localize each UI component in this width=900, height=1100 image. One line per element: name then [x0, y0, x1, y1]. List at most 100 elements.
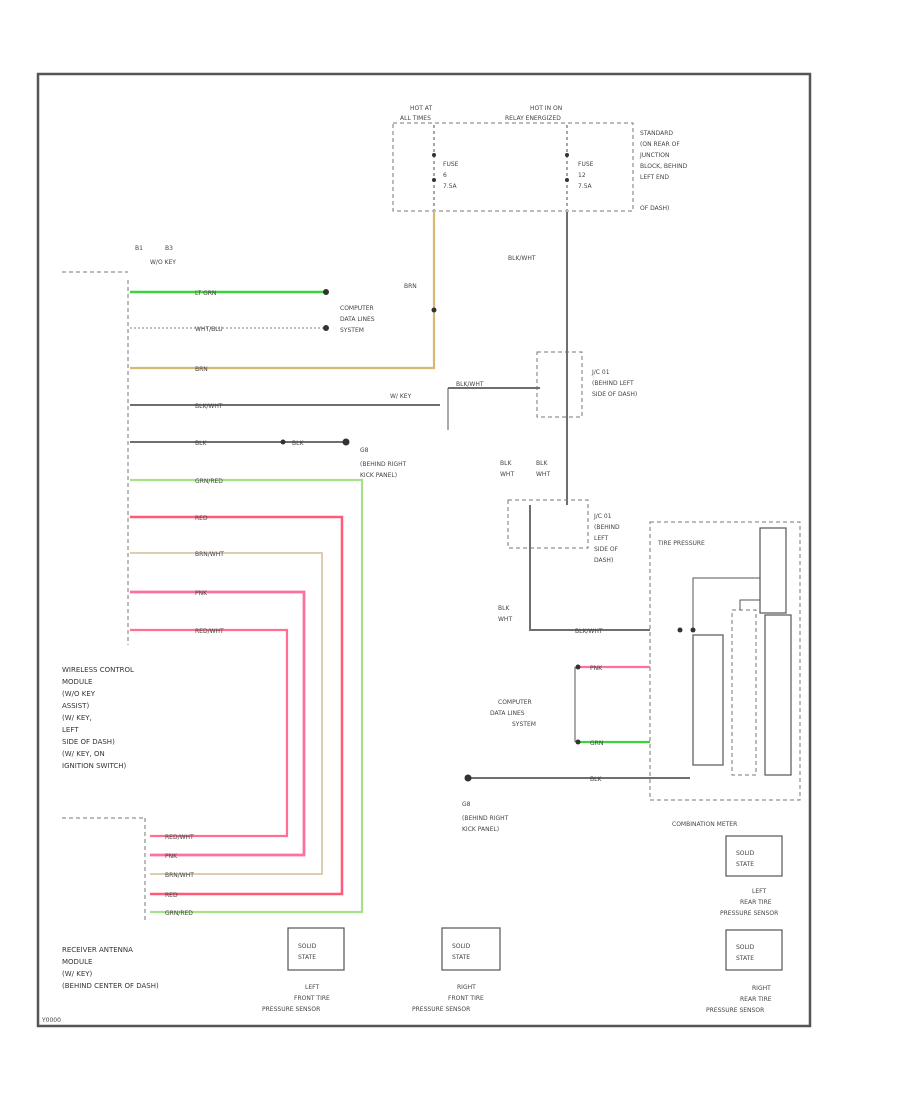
computer-data-b-label-2: DATA LINES — [490, 710, 525, 717]
right-front-sensor-box — [441, 927, 501, 971]
right-front-sensor-label-1: RIGHT — [457, 984, 476, 991]
ground-g8-upper — [342, 438, 350, 446]
tpms-ecu-inner — [731, 609, 757, 776]
fuse-hot-at-label: HOT AT — [410, 105, 432, 112]
ground-g8-label-3: KICK PANEL) — [360, 472, 397, 479]
jc01-lower-label-5: DASH) — [594, 557, 613, 564]
wire-brn-wht — [130, 552, 323, 875]
left-rear-sensor-label-2: REAR TIRE — [740, 899, 772, 906]
wire-grn-red — [130, 478, 364, 914]
fuse-hot-in-label: HOT IN ON — [530, 105, 562, 112]
combo-meter-label: COMBINATION METER — [672, 821, 737, 828]
data-arrow-1 — [323, 289, 329, 295]
wire-label-brn-wht: BRN/WHT — [195, 551, 224, 558]
combination-meter-panel — [764, 614, 792, 776]
fuse-b-number: 12 — [578, 172, 586, 179]
jc01-lower-label-3: LEFT — [594, 535, 608, 542]
wire-label-lt-grn: LT GRN — [195, 290, 216, 297]
ram-label-3: (W/ KEY) — [62, 970, 93, 978]
wire-label-wht-3: WHT — [498, 616, 512, 623]
right-front-sensor-label-3: PRESSURE SENSOR — [412, 1006, 470, 1013]
wcm-label-2: MODULE — [62, 678, 92, 686]
fuse-b-label: FUSE — [578, 161, 594, 168]
right-rear-sensor-label-1: RIGHT — [752, 985, 771, 992]
data-node-2 — [575, 739, 581, 745]
ram-wire-pnk: PNK — [165, 853, 178, 860]
fuse-block-outline — [392, 122, 634, 212]
fuse-block-note-1: STANDARD — [640, 130, 673, 137]
wire-label-grn-data: GRN — [590, 740, 603, 747]
wire-tpms-internal-1 — [692, 577, 760, 630]
wire-label-blk-wht-jc: BLK/WHT — [456, 381, 484, 388]
tpms-label: TIRE PRESSURE — [657, 540, 705, 547]
ram-label-4: (BEHIND CENTER OF DASH) — [62, 982, 159, 990]
right-front-sensor-solid: SOLID — [452, 943, 471, 950]
left-front-sensor: SOLID STATE LEFT FRONT TIRE PRESSURE SEN… — [262, 927, 345, 1013]
wcm-label-9: IGNITION SWITCH) — [62, 762, 127, 770]
computer-data-label-2: DATA LINES — [340, 316, 375, 323]
ram-wire-brn-wht: BRN/WHT — [165, 872, 194, 879]
left-front-sensor-box — [287, 927, 345, 971]
wcm-label-4: ASSIST) — [62, 702, 89, 710]
ram-label-2: MODULE — [62, 958, 92, 966]
jc01-upper-label-2: (BEHIND LEFT — [592, 380, 634, 387]
jc01-upper-outline — [536, 351, 583, 418]
wire-blk-wht-down — [529, 505, 650, 631]
fuse-hot-in-label-2: RELAY ENERGIZED — [505, 115, 561, 122]
tpms-arrow — [677, 627, 683, 633]
wire-label-blk-splice: BLK — [292, 440, 304, 447]
fuse-a-node — [432, 153, 436, 157]
jc01-lower-label-4: SIDE OF — [594, 546, 619, 553]
ram-label-1: RECEIVER ANTENNA — [62, 946, 133, 954]
wire-pnk — [130, 590, 306, 857]
fuse-block-note-4: BLOCK, BEHIND — [640, 163, 688, 170]
ground-g8-lower — [464, 774, 472, 782]
wire-label-blk-wht-tpms: BLK/WHT — [575, 628, 603, 635]
wcm-label-5: (W/ KEY, — [62, 714, 92, 722]
computer-data-b-label-3: SYSTEM — [512, 721, 536, 728]
left-rear-sensor: SOLID STATE LEFT REAR TIRE PRESSURE SENS… — [720, 835, 783, 917]
fuse-b-node — [565, 153, 569, 157]
wire-label-blk-2: BLK — [536, 460, 548, 467]
wire-label-blk-wht-row: BLK/WHT — [195, 403, 223, 410]
right-rear-sensor-state: STATE — [736, 955, 754, 962]
ram-wire-red-wht: RED/WHT — [165, 834, 194, 841]
wire-label-blk-wht-main: BLK/WHT — [508, 255, 536, 262]
wire-red-wht — [130, 628, 289, 838]
left-front-sensor-state: STATE — [298, 954, 316, 961]
right-front-sensor: SOLID STATE RIGHT FRONT TIRE PRESSURE SE… — [412, 927, 501, 1013]
jc01-upper-label-3: SIDE OF DASH) — [592, 391, 637, 398]
wire-label-blk-ground: BLK — [590, 776, 602, 783]
computer-data-b-label-1: COMPUTER — [498, 699, 532, 706]
wcm-pin-b3: B3 — [165, 245, 173, 252]
right-rear-sensor-label-2: REAR TIRE — [740, 996, 772, 1003]
wcm-label-8: (W/ KEY, ON — [62, 750, 105, 758]
ram-wire-grn-red: GRN/RED — [165, 910, 193, 917]
wire-blk-splice — [280, 439, 286, 445]
jc01-lower-outline — [507, 499, 589, 549]
data-node-1 — [575, 664, 581, 670]
computer-data-label-3: SYSTEM — [340, 327, 364, 334]
fuse-block-note-6: OF DASH) — [640, 205, 669, 212]
jc01-upper-label-1: J/C 01 — [591, 369, 610, 376]
wire-label-wht-1: WHT — [500, 471, 514, 478]
tpms-ecu-box — [692, 634, 724, 766]
wire-label-brn: BRN — [404, 283, 417, 290]
wcm-label-1: WIRELESS CONTROL — [62, 666, 134, 674]
wire-label-blk-row: BLK — [195, 440, 207, 447]
wcm-label-3: (W/O KEY — [62, 690, 96, 698]
fuse-a-amp: 7.5A — [443, 183, 458, 190]
left-front-sensor-label-1: LEFT — [305, 984, 319, 991]
diagram-frame — [36, 72, 812, 1028]
wire-note-w-key: W/ KEY — [390, 393, 412, 400]
right-rear-sensor-solid: SOLID — [736, 944, 755, 951]
fuse-block-note-5: LEFT END — [640, 174, 669, 181]
fuse-block-note-3: JUNCTION — [639, 152, 669, 159]
tpms-node — [690, 627, 696, 633]
fuse-b-amp: 7.5A — [578, 183, 593, 190]
wcm-label-6: LEFT — [62, 726, 79, 734]
wire-label-pnk: PNK — [195, 590, 208, 597]
ground-g8b-label-2: (BEHIND RIGHT — [462, 815, 509, 822]
wcm-label-7: SIDE OF DASH) — [62, 738, 115, 746]
left-front-sensor-label-3: PRESSURE SENSOR — [262, 1006, 320, 1013]
